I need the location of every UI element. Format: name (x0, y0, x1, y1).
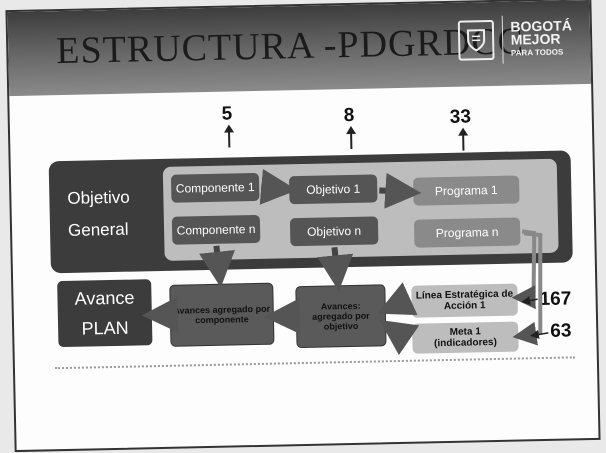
objetivo-n-box: Objetivo n (289, 216, 379, 247)
crest-icon (457, 19, 495, 61)
programa-1-box: Programa 1 (413, 175, 520, 206)
objetivo-general-label: Objetivo General (67, 187, 130, 240)
arrow-up-objetivos (350, 132, 353, 149)
linea-estrategica-box: Línea Estratégica de Acción 1 (411, 283, 518, 318)
componente-n-box: Componente n (171, 214, 261, 245)
bogota-logo: BOGOTÁ MEJOR PARA TODOS (457, 14, 572, 64)
logo-text: BOGOTÁ MEJOR PARA TODOS (510, 17, 572, 59)
count-objetivos: 8 (343, 104, 355, 127)
arrow-up-componentes (228, 131, 231, 148)
slide: ESTRUCTURA -PDGRDCC BOGOTÁ MEJOR PARA TO… (5, 0, 601, 453)
arrow-meta-to-obj (379, 319, 420, 356)
logo-line-2: MEJOR (510, 30, 561, 48)
count-lineas: 167 (539, 288, 572, 311)
count-metas: 63 (550, 320, 572, 342)
meta-box: Meta 1 (indicadores) (412, 321, 519, 354)
arrow-linea-to-obj (377, 282, 418, 316)
objetivo-1-box: Objetivo 1 (288, 174, 378, 205)
programa-n-box: Programa n (413, 217, 521, 248)
logo-divider (501, 15, 504, 64)
avance-plan-box: Avance PLAN (57, 279, 153, 348)
slide-title: ESTRUCTURA -PDGRDCC (55, 20, 525, 73)
arrow-167 (521, 296, 538, 305)
arrow-63 (529, 330, 549, 339)
dotted-divider (54, 356, 575, 370)
logo-line-3: PARA TODOS (510, 47, 564, 58)
count-programas: 33 (449, 106, 472, 128)
componente-1-box: Componente 1 (170, 172, 260, 203)
avances-componente-box: Avances agregado por componente (169, 282, 275, 347)
count-componentes: 5 (221, 103, 233, 125)
avances-objetivo-box: Avances: agregado por objetivo (295, 284, 387, 349)
slide-header: ESTRUCTURA -PDGRDCC BOGOTÁ MEJOR PARA TO… (7, 0, 592, 97)
arrow-up-programas (462, 134, 465, 151)
